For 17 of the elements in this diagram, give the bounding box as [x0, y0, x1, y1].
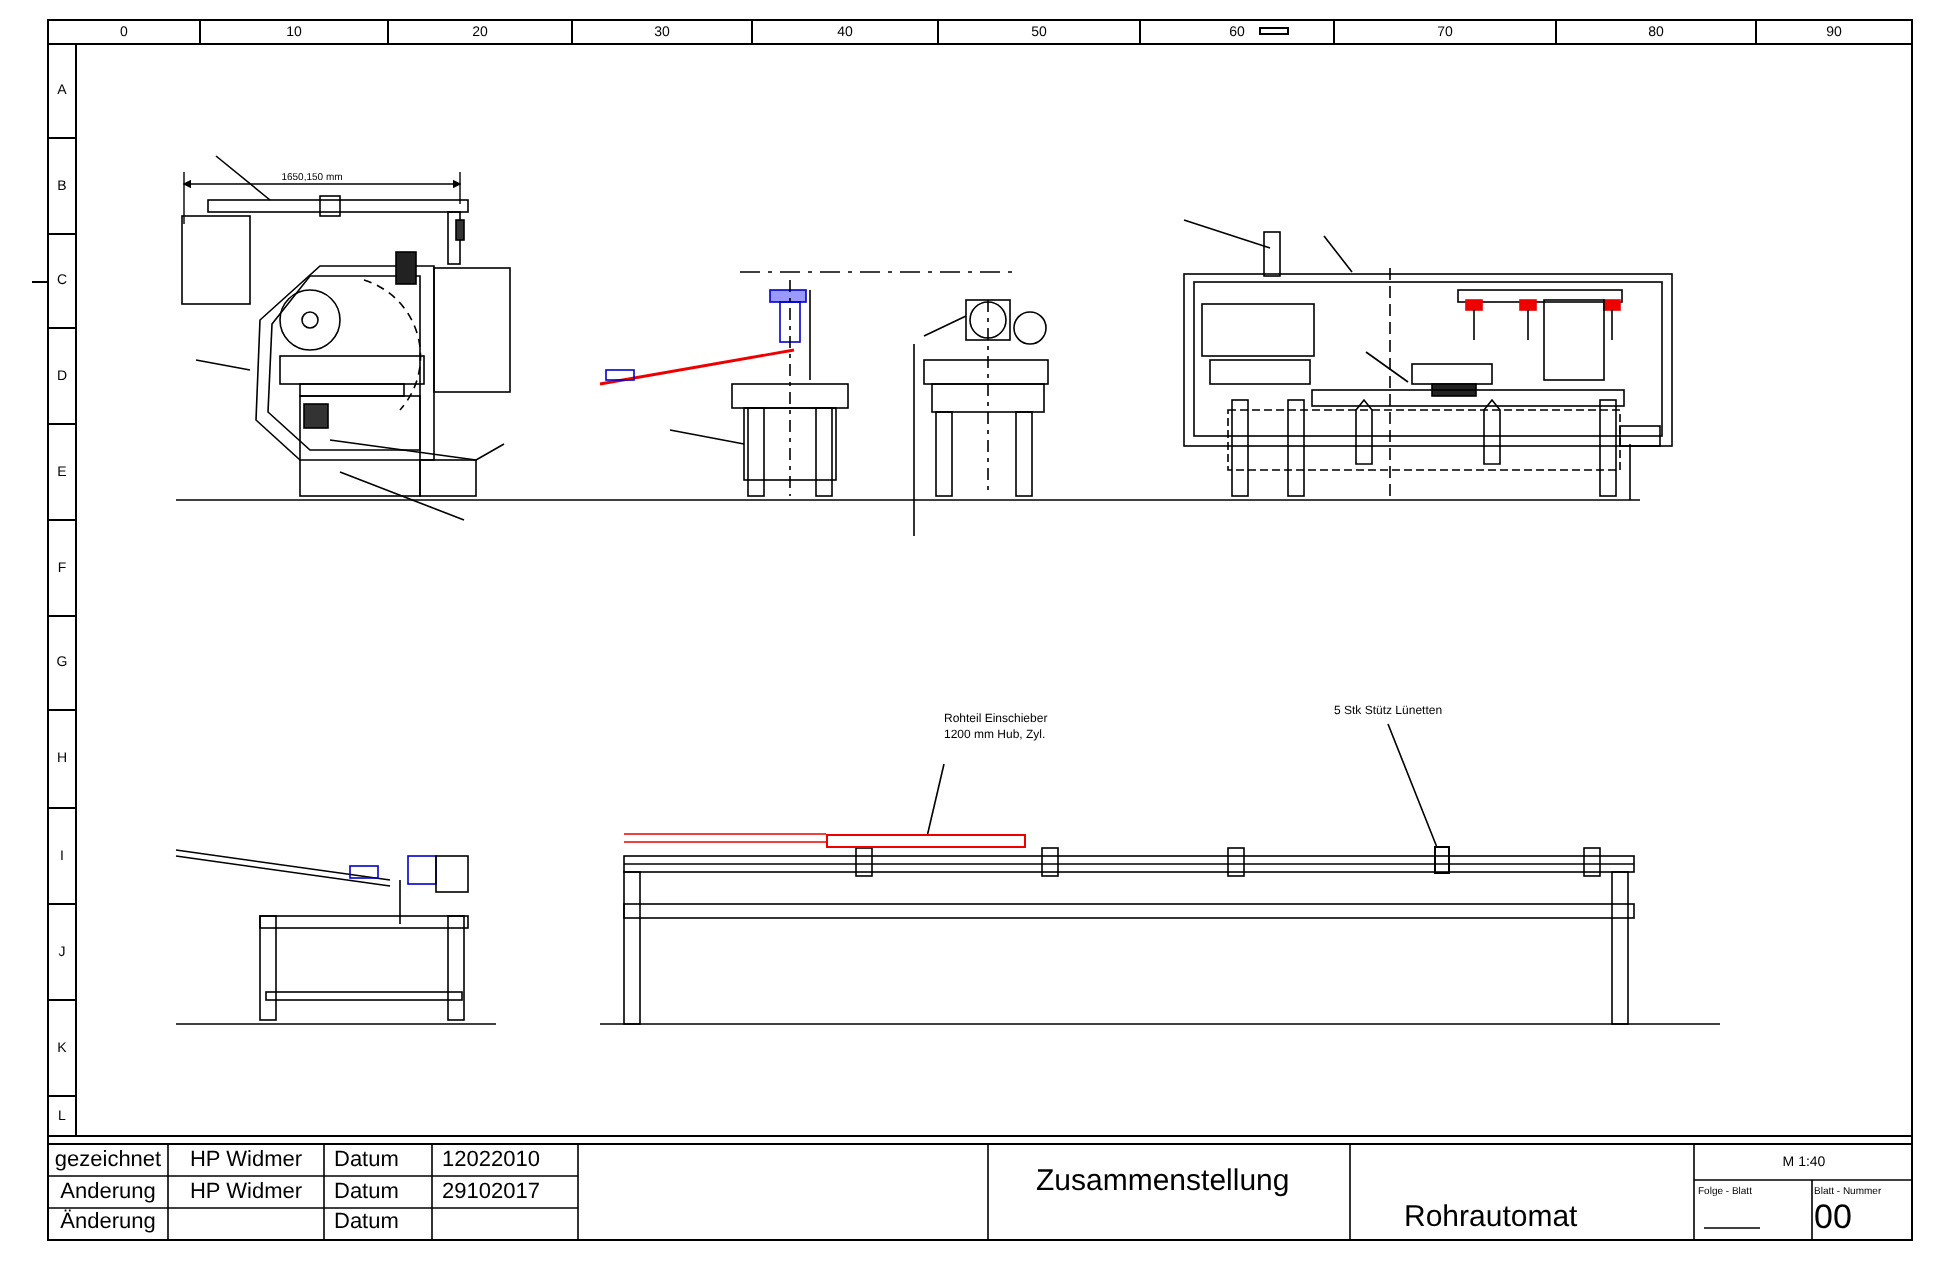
title-block-text: 12022010	[440, 1146, 542, 1176]
title-block-text: 29102017	[440, 1178, 542, 1208]
leader-line	[926, 763, 945, 835]
steady-rest-part	[1434, 846, 1450, 874]
title-block-text: Änderung	[58, 1208, 158, 1238]
title-block-text: 00	[1814, 1198, 1854, 1234]
title-block-text: Rohrautomat	[1404, 1197, 1580, 1236]
title-block-text: Datum	[332, 1178, 401, 1208]
cylinder-bar	[826, 834, 1026, 848]
title-block-text: Zusammenstellung	[1036, 1161, 1292, 1200]
leader-line	[1387, 723, 1438, 847]
title-block-text: Datum	[332, 1208, 401, 1238]
title-block-text: HP Widmer	[187, 1178, 305, 1208]
title-block-text: Datum	[332, 1146, 401, 1176]
title-block-text: Anderung	[58, 1178, 158, 1208]
title-block-text: gezeichnet	[52, 1146, 164, 1176]
title-block-text: HP Widmer	[187, 1146, 305, 1176]
